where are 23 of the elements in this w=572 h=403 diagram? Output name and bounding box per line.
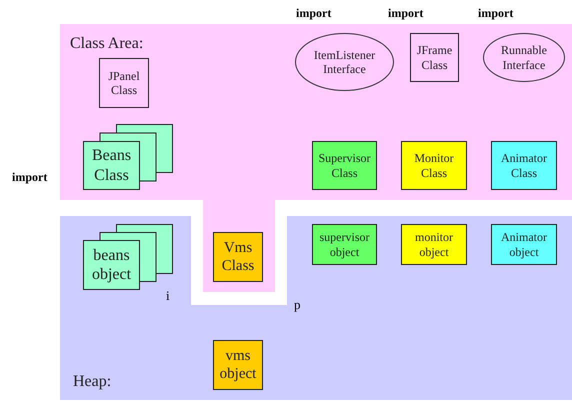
class-box: Supervisor Class — [312, 141, 377, 190]
stacked-cards: Beans Class — [83, 124, 173, 190]
import-label: import — [296, 6, 332, 21]
class-box: supervisor object — [312, 224, 377, 265]
class-box: Animator object — [491, 224, 557, 265]
class-box: Monitor Class — [401, 141, 467, 190]
region-heading: Heap: — [73, 372, 112, 392]
import-label: import — [12, 170, 48, 185]
class-box: monitor object — [401, 224, 467, 265]
class-box: JPanel Class — [99, 58, 149, 108]
class-box: JFrame Class — [410, 33, 459, 82]
region-heading: Class Area: — [70, 34, 144, 54]
memory-region-panel — [60, 216, 572, 400]
class-box: Vms Class — [213, 232, 263, 282]
import-label: import — [478, 6, 514, 21]
class-box: Animator Class — [491, 141, 557, 190]
interface-ellipse: ItemListener Interface — [295, 33, 394, 91]
interface-ellipse: Runnable Interface — [483, 33, 565, 82]
import-label: import — [388, 6, 424, 21]
stacked-cards: beans object — [83, 224, 173, 290]
class-box: vms object — [213, 340, 263, 390]
reference-letter: p — [294, 297, 300, 313]
reference-letter: i — [166, 288, 170, 304]
